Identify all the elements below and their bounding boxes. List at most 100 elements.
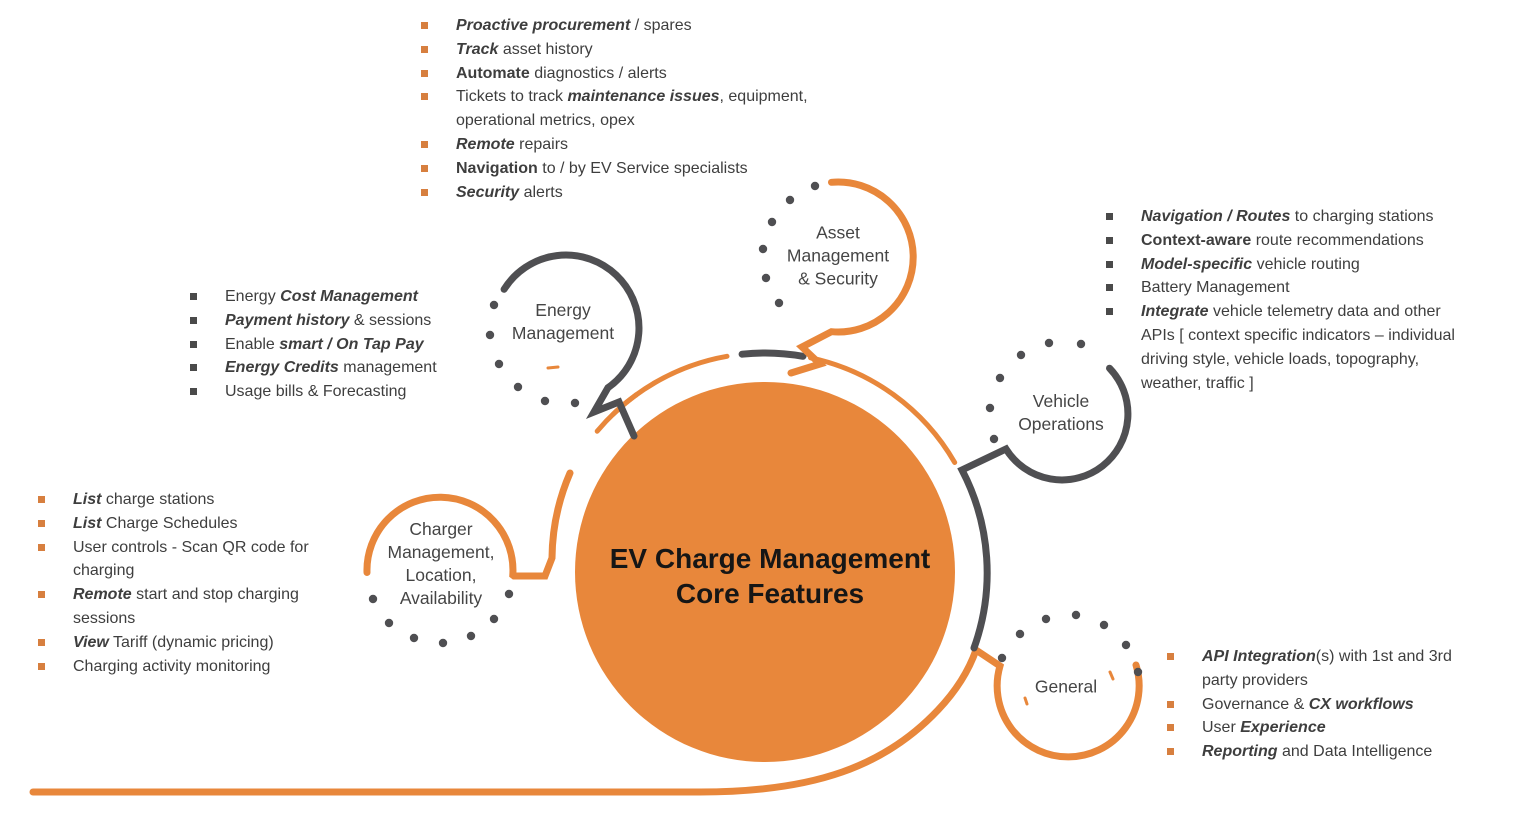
charger-dot bbox=[409, 633, 419, 643]
bullet-icon bbox=[1106, 284, 1113, 292]
list-item: Tickets to track maintenance issues, equ… bbox=[421, 85, 846, 133]
list-item: Automate diagnostics / alerts bbox=[421, 62, 846, 86]
label-line: Vehicle bbox=[1032, 391, 1090, 411]
list-item-text: Charging activity monitoring bbox=[73, 657, 271, 675]
list-item-text: Energy Credits management bbox=[225, 359, 437, 377]
asset-dot bbox=[761, 273, 771, 283]
general-dot bbox=[1041, 614, 1051, 624]
bullet-icon bbox=[1106, 213, 1113, 220]
asset-dot bbox=[758, 244, 768, 254]
orange-dash bbox=[546, 365, 560, 370]
list-item: Track asset history bbox=[421, 38, 846, 62]
list-item: Energy Cost Management bbox=[190, 285, 525, 309]
list-item-text: View Tariff (dynamic pricing) bbox=[73, 633, 274, 651]
asset-dot bbox=[767, 217, 777, 227]
asset-arc bbox=[787, 178, 917, 377]
list-item-text: Model-specific vehicle routing bbox=[1141, 255, 1360, 273]
list-item-text: Governance & CX workflows bbox=[1202, 695, 1414, 713]
general-dot bbox=[1099, 620, 1109, 630]
label-line: Energy bbox=[535, 300, 591, 320]
list-item: Energy Credits management bbox=[190, 356, 525, 380]
list-item-text: Navigation to / by EV Service specialist… bbox=[456, 159, 748, 177]
list-item-text: Integrate vehicle telemetry data and oth… bbox=[1141, 303, 1455, 392]
asset-dot bbox=[785, 195, 795, 205]
list-item: Proactive procurement / spares bbox=[421, 14, 846, 38]
asset-dot bbox=[774, 298, 784, 308]
bullet-icon bbox=[421, 140, 428, 148]
bullet-icon bbox=[38, 519, 45, 527]
list-item-text: Track asset history bbox=[456, 40, 593, 58]
label-line: Operations bbox=[1018, 414, 1104, 434]
energy-dot bbox=[570, 398, 580, 408]
list-item: Governance & CX workflows bbox=[1167, 693, 1452, 717]
energy-management-label: Energy Management bbox=[512, 299, 614, 345]
bullet-icon bbox=[1167, 653, 1174, 660]
energy-dot bbox=[494, 359, 504, 369]
list-item: Usage bills & Forecasting bbox=[190, 380, 525, 404]
charger-management-label: Charger Management, Location, Availabili… bbox=[387, 518, 494, 610]
list-item: View Tariff (dynamic pricing) bbox=[38, 631, 326, 655]
list-item: API Integration(s) with 1st and 3rd part… bbox=[1167, 645, 1452, 693]
bullet-icon bbox=[38, 591, 45, 599]
list-item: User Experience bbox=[1167, 716, 1452, 740]
list-item: List charge stations bbox=[38, 488, 326, 512]
bullet-icon bbox=[38, 543, 45, 551]
bullet-icon bbox=[1106, 236, 1113, 244]
energy-dot bbox=[513, 382, 523, 392]
general-arc-and-baseline bbox=[29, 644, 1143, 796]
list-item: Integrate vehicle telemetry data and oth… bbox=[1106, 300, 1476, 395]
vehicle-dot bbox=[985, 403, 995, 413]
list-item-text: Context-aware route recommendations bbox=[1141, 231, 1424, 249]
bullet-icon bbox=[1167, 700, 1174, 708]
list-item: Reporting and Data Intelligence bbox=[1167, 740, 1452, 764]
label-line: Asset bbox=[816, 222, 860, 243]
bullet-icon bbox=[38, 662, 45, 670]
general-dot bbox=[1015, 629, 1025, 639]
list-item-text: Security alerts bbox=[456, 183, 563, 201]
label-line: Location, bbox=[405, 565, 477, 585]
list-item: Context-aware route recommendations bbox=[1106, 229, 1476, 253]
list-item-text: List Charge Schedules bbox=[73, 514, 238, 532]
label-line: Availability bbox=[399, 588, 483, 608]
vehicle-dot bbox=[1076, 339, 1086, 349]
bullet-icon bbox=[1106, 260, 1113, 268]
bullet-icon bbox=[190, 388, 197, 396]
bullet-icon bbox=[1167, 724, 1174, 732]
charger-dot bbox=[438, 638, 448, 648]
bullet-icon bbox=[190, 316, 197, 324]
bullet-icon bbox=[421, 45, 428, 53]
bullet-icon bbox=[421, 93, 428, 101]
list-item-text: User Experience bbox=[1202, 719, 1326, 737]
list-item: List Charge Schedules bbox=[38, 512, 326, 536]
list-item-text: Remote repairs bbox=[456, 135, 569, 153]
list-item-text: Payment history & sessions bbox=[225, 311, 432, 329]
vehicle-feature-list: Navigation / Routes to charging stations… bbox=[1106, 205, 1476, 395]
center-circle-title: EV Charge Management Core Features bbox=[610, 541, 931, 611]
title-line-1: EV Charge Management bbox=[609, 543, 931, 574]
list-item: Battery Management bbox=[1106, 276, 1476, 300]
ring-segment bbox=[808, 355, 958, 465]
title-line-2: Core Features bbox=[675, 578, 865, 609]
vehicle-dot bbox=[1044, 338, 1054, 348]
charger-dot bbox=[504, 589, 514, 599]
energy-dot bbox=[540, 396, 550, 406]
vehicle-operations-label: Vehicle Operations bbox=[1018, 390, 1104, 436]
charger-dot bbox=[466, 631, 476, 641]
list-item: Charging activity monitoring bbox=[38, 655, 326, 679]
bullet-icon bbox=[421, 22, 428, 29]
list-item-text: Automate diagnostics / alerts bbox=[456, 64, 667, 82]
bullet-icon bbox=[421, 69, 428, 77]
label-line: General bbox=[1034, 676, 1098, 697]
list-item: Navigation / Routes to charging stations bbox=[1106, 205, 1476, 229]
asset-dot bbox=[810, 181, 820, 191]
vehicle-dot bbox=[989, 434, 999, 444]
label-line: & Security bbox=[798, 268, 878, 289]
center-circle bbox=[575, 382, 955, 762]
orange-dash bbox=[1108, 670, 1115, 681]
vehicle-dot bbox=[1016, 350, 1026, 360]
orange-dash bbox=[1023, 696, 1029, 706]
list-item: Remote repairs bbox=[421, 133, 846, 157]
